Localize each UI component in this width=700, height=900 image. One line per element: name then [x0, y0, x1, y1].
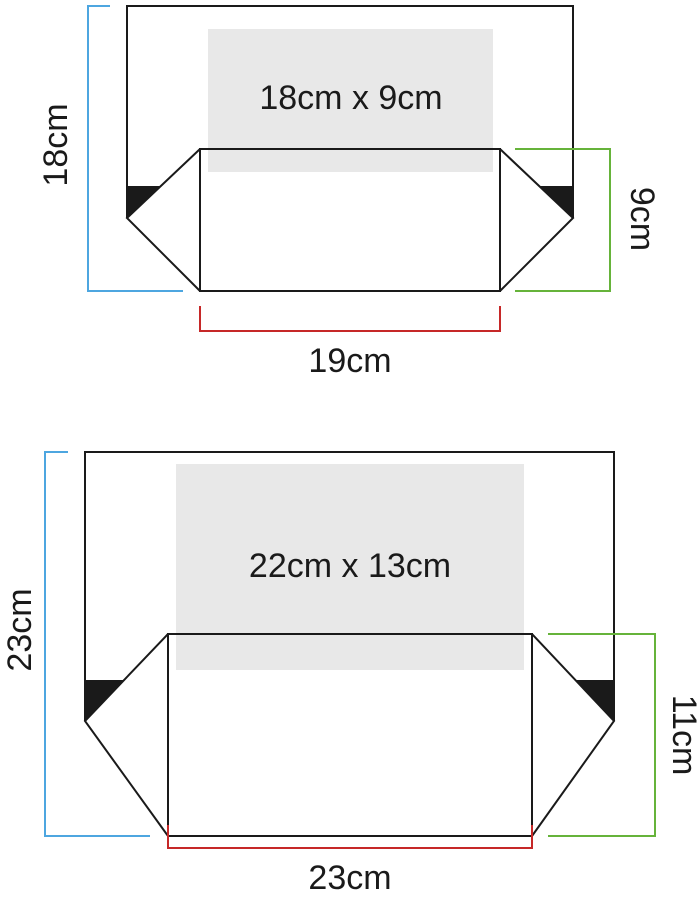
bag-small: 18cm x 9cm 18cm 9cm 19cm — [37, 5, 661, 380]
width-label-small: 19cm — [308, 342, 391, 380]
height-label-small: 18cm — [37, 103, 75, 186]
depth-label-large: 11cm — [665, 695, 700, 776]
height-bracket-small — [87, 5, 183, 292]
bag-base-large — [167, 633, 533, 837]
gusset-left-small — [125, 148, 201, 292]
corner-right-small — [539, 186, 573, 218]
print-area-label-large: 22cm x 13cm — [249, 547, 451, 585]
depth-label-small: 9cm — [623, 187, 661, 251]
depth-bracket-small — [515, 148, 611, 292]
width-bracket-small — [199, 306, 501, 332]
bag-base-small — [199, 148, 501, 292]
height-label-large: 23cm — [1, 588, 39, 671]
corner-left-small — [127, 186, 161, 218]
bag-back-outline-small — [126, 5, 574, 218]
corner-right-large — [575, 680, 614, 721]
depth-bracket-large — [548, 633, 656, 837]
gusset-right-small — [499, 148, 575, 292]
gusset-right-large — [531, 633, 616, 837]
print-area-large — [176, 464, 524, 670]
print-area-label-small: 18cm x 9cm — [259, 79, 442, 117]
bag-large: 22cm x 13cm 23cm 11cm 23cm — [1, 451, 700, 897]
width-bracket-large — [167, 825, 533, 849]
corner-left-large — [85, 680, 124, 721]
width-label-large: 23cm — [308, 859, 391, 897]
height-bracket-large — [44, 451, 150, 837]
bag-back-outline-large — [84, 451, 615, 721]
gusset-left-large — [83, 633, 169, 837]
